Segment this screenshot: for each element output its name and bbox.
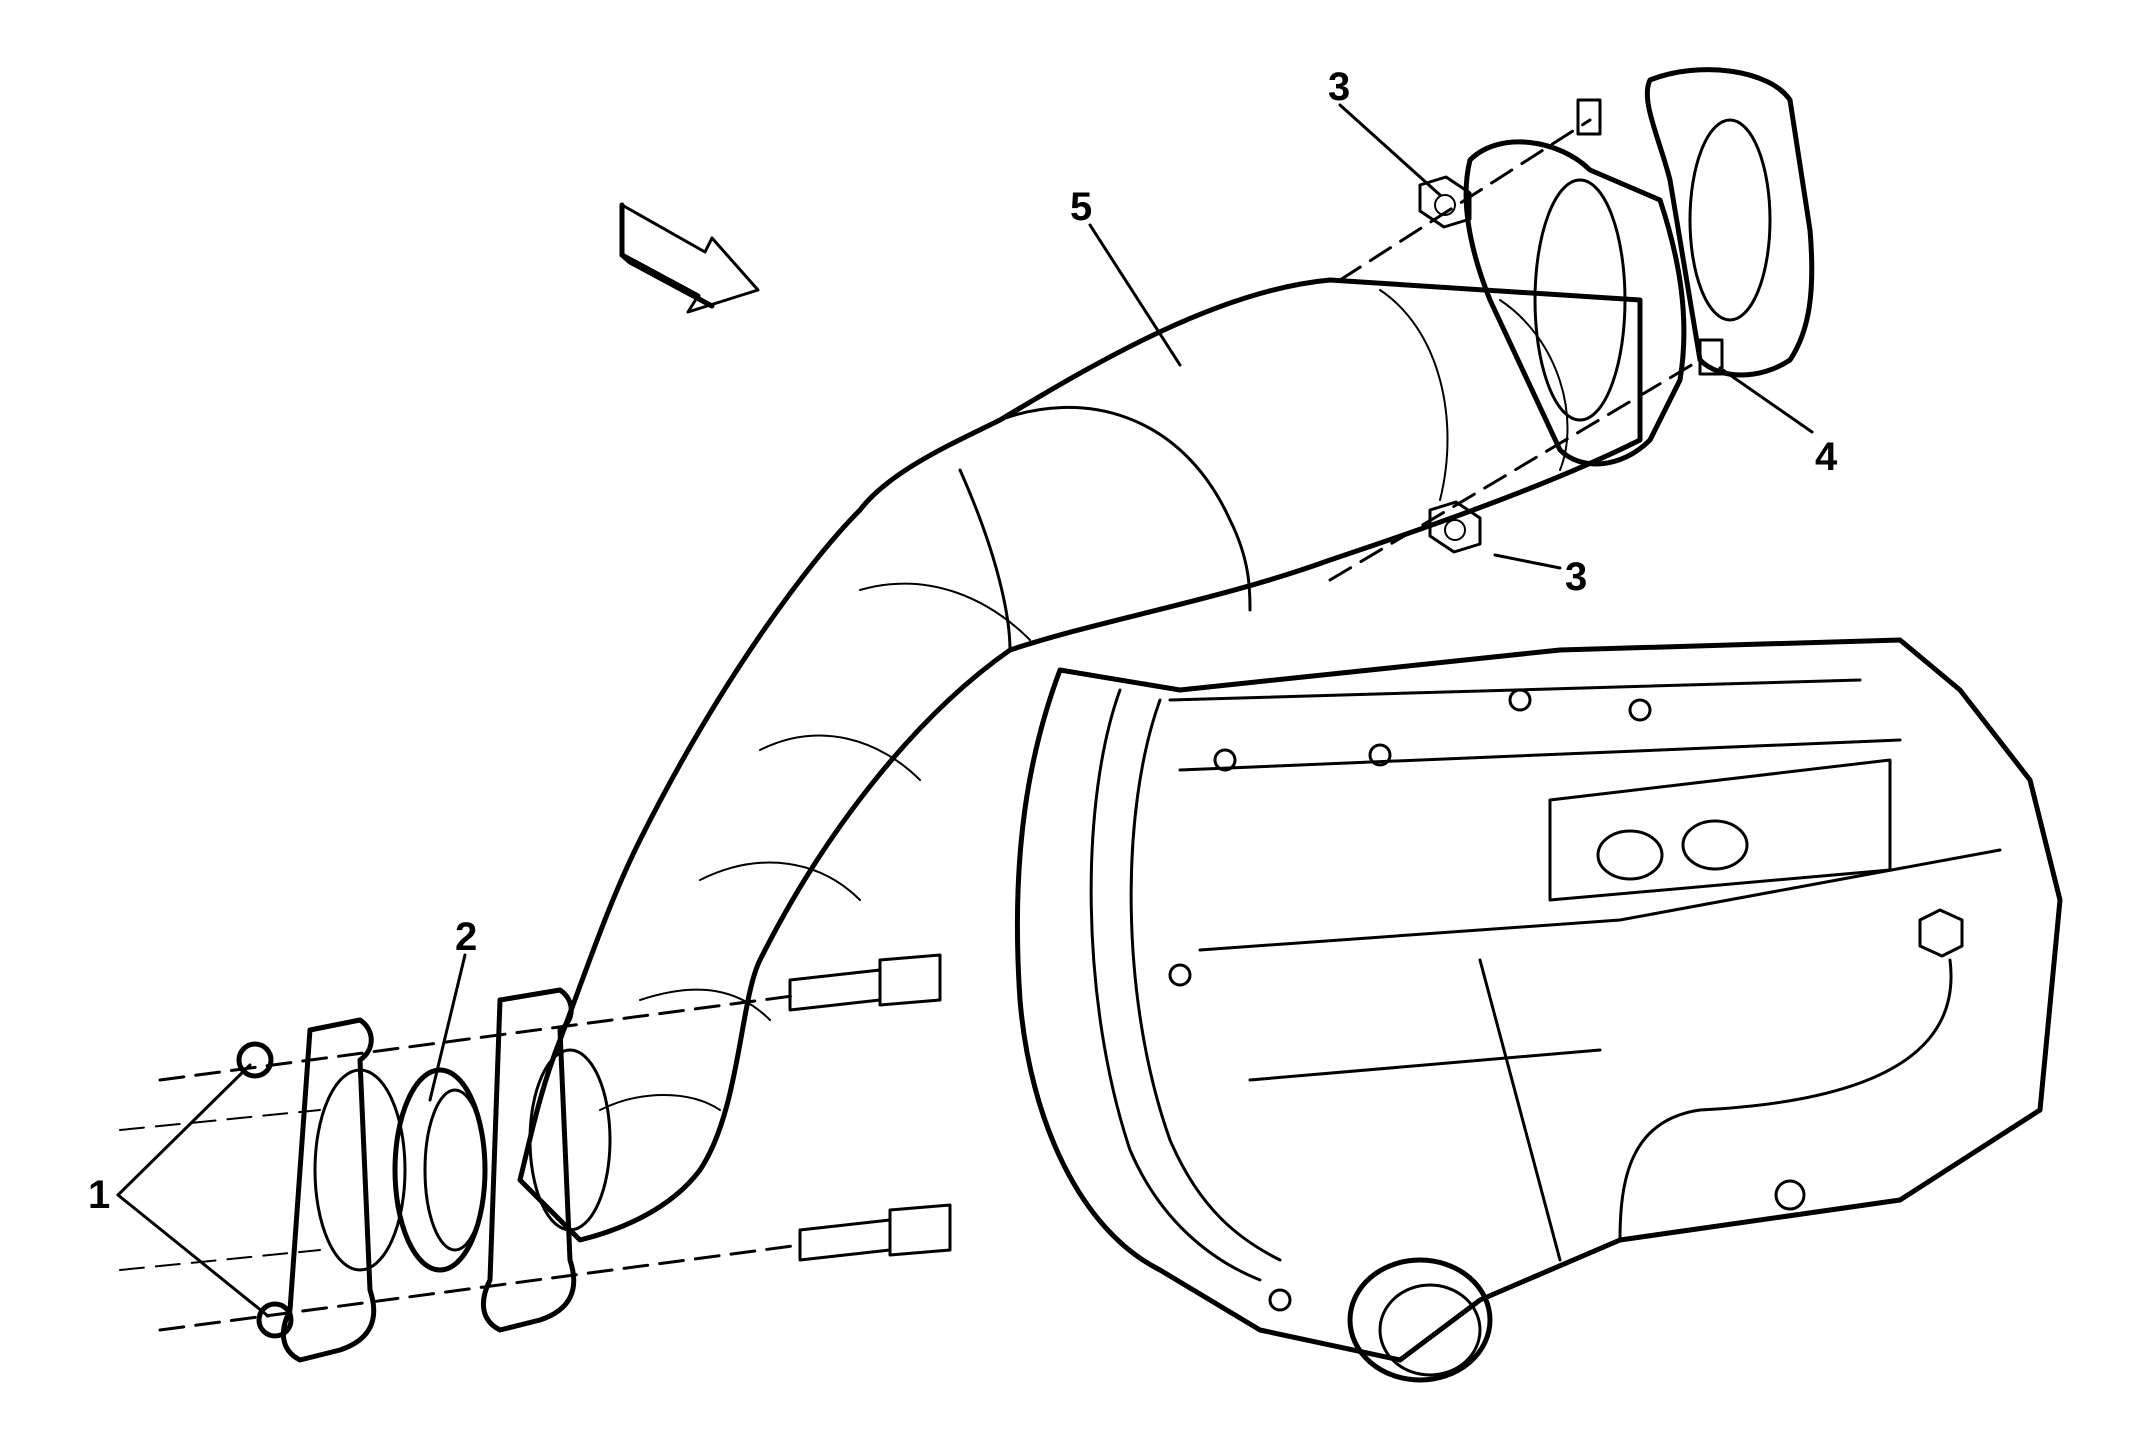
exhaust-pipe [517,277,1643,1243]
upper-gasket [1644,67,1815,378]
left-flange [280,1017,407,1363]
callout-2: 2 [455,915,477,959]
callout-3-top: 3 [1328,65,1350,109]
lower-pipe-flange [480,987,612,1333]
upper-flange [1463,139,1687,467]
callout-5: 5 [1070,185,1092,229]
engine-block [1014,637,2063,1383]
callout-1: 1 [88,1173,110,1217]
leader-lines [116,103,1814,1318]
direction-arrow-icon [619,202,760,314]
callout-4: 4 [1815,435,1838,479]
upper-stud [1576,98,1724,376]
lower-stud-top [788,953,942,1012]
upper-alignment-lines [1328,118,1702,582]
lower-nut-top [236,1041,274,1079]
lower-nut-bottom [256,1301,294,1339]
upper-nut-bottom [1428,500,1482,554]
upper-nut-top [1418,175,1472,229]
callout-3-bottom: 3 [1565,555,1587,599]
seal-gasket [392,1067,488,1273]
lower-stud-bottom [798,1203,952,1262]
